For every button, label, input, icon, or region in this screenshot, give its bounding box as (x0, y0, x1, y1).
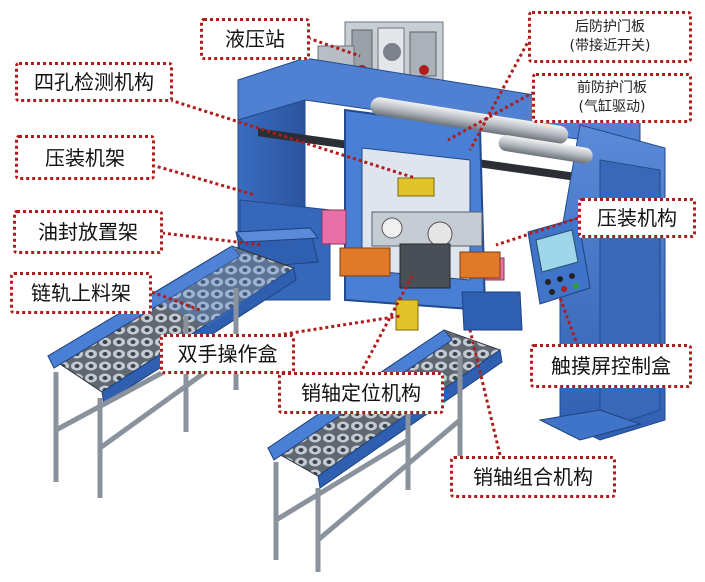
label-two-hand-box: 双手操作盒 (160, 334, 295, 374)
label-press-mechanism: 压装机构 (578, 198, 696, 238)
leader-front-door (447, 90, 535, 142)
label-hydraulic-station: 液压站 (200, 18, 310, 60)
leader-oil-seal-rack (161, 231, 263, 247)
label-press-frame: 压装机架 (15, 135, 155, 180)
leader-four-hole-detection (169, 98, 416, 180)
label-front-door: 前防护门板 (气缸驱动) (532, 73, 692, 123)
label-pin-positioning: 销轴定位机构 (278, 372, 444, 414)
label-rear-door: 后防护门板 (带接近开关) (528, 11, 692, 63)
label-front-door-title: 前防护门板 (577, 80, 647, 96)
label-four-hole-detection: 四孔检测机构 (15, 62, 173, 102)
oil-seal-rack (235, 227, 523, 331)
leader-press-mechanism (495, 216, 579, 247)
leader-chain-loading-rack (151, 290, 201, 312)
leader-pin-positioning (358, 275, 414, 375)
press-mechanism-parts (321, 177, 505, 331)
label-front-door-note: (气缸驱动) (578, 99, 646, 115)
label-chain-loading-rack: 链轨上料架 (10, 272, 152, 314)
leader-two-hand-box (271, 314, 401, 338)
label-pin-combination: 销轴组合机构 (450, 456, 616, 498)
label-rear-door-title: 后防护门板 (575, 19, 645, 35)
label-touch-screen-box: 触摸屏控制盒 (530, 344, 692, 388)
touch-screen-control-box (527, 217, 591, 305)
callout-leaders (151, 36, 582, 456)
label-oil-seal-rack: 油封放置架 (13, 210, 163, 254)
label-rear-door-note: (带接近开关) (569, 38, 651, 54)
